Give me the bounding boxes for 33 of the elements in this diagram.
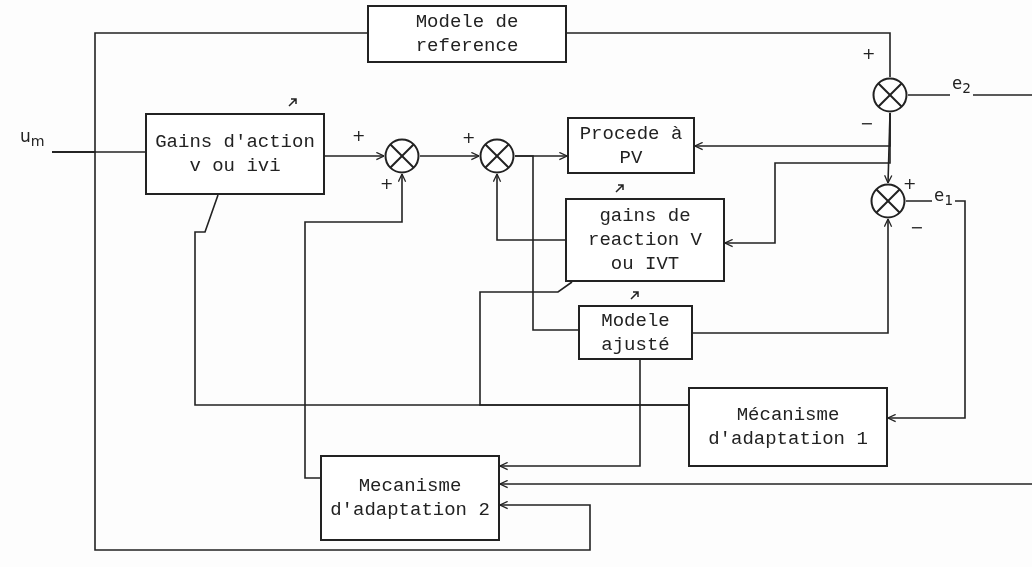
block-box: Modele ajusté xyxy=(578,305,693,360)
block-box: Modele de reference xyxy=(367,5,567,63)
sign-label: − xyxy=(860,116,874,132)
connector-line xyxy=(566,32,891,78)
connector-line xyxy=(724,112,891,248)
connector-line xyxy=(324,151,385,161)
summing-junction xyxy=(870,183,906,219)
connector-line xyxy=(514,155,579,331)
sign-label: + xyxy=(862,46,876,62)
sign-label: + xyxy=(352,128,366,144)
sign-label: + xyxy=(462,130,476,146)
summing-junction xyxy=(872,77,908,113)
block-box: Mécanisme d'adaptation 1 xyxy=(688,387,888,467)
connector-line xyxy=(499,479,1032,489)
block-box: Mecanisme d'adaptation 2 xyxy=(320,455,500,541)
block-box: Gains d'action v ou ivi xyxy=(145,113,325,195)
sign-label: + xyxy=(380,176,394,192)
connector-line xyxy=(492,173,566,241)
connector-line xyxy=(419,151,480,161)
sign-label: − xyxy=(910,220,924,236)
connector-line xyxy=(692,218,893,334)
connector-line xyxy=(304,173,407,479)
connector-line xyxy=(479,281,689,406)
block-box: gains de reaction V ou IVT xyxy=(565,198,725,282)
block-box: Procede à PV xyxy=(567,117,695,174)
sign-label: + xyxy=(903,176,917,192)
connector-line xyxy=(51,151,591,551)
signal-label: u$_{m}$ xyxy=(20,126,45,150)
connector-line xyxy=(887,200,966,423)
connector-line xyxy=(907,94,1032,96)
summing-junction xyxy=(479,138,515,174)
connector-line xyxy=(499,359,641,471)
summing-junction xyxy=(384,138,420,174)
